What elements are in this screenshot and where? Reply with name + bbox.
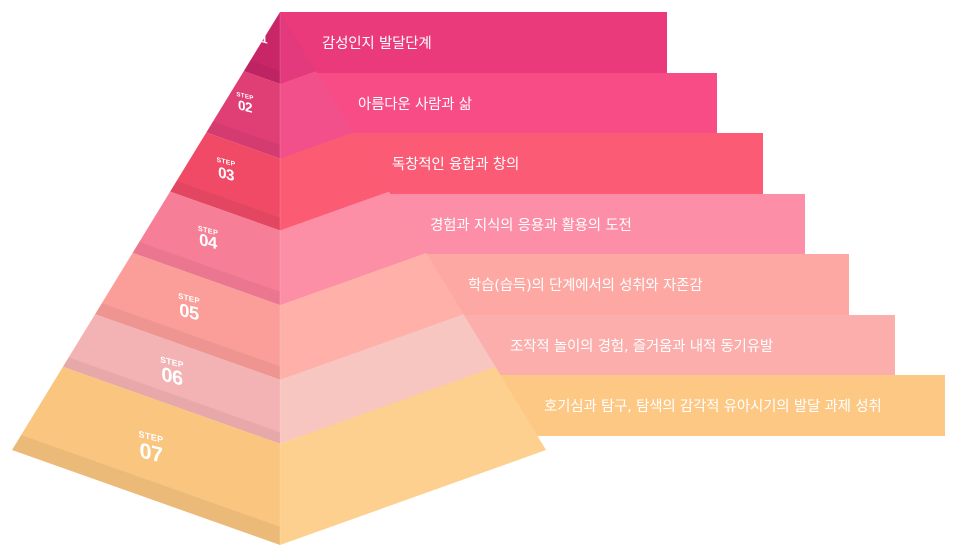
pyramid-layer-shade-03 (170, 180, 280, 231)
step-label: 아름다운 사람과 삶 (358, 96, 472, 113)
step-label: 독창적인 융합과 창의 (392, 157, 520, 173)
pyramid-layer-left-02 (206, 71, 280, 159)
pyramid-layer-left-07 (12, 366, 280, 545)
pyramid-layer-right-05 (280, 252, 464, 380)
pyramid-layer-right-07 (280, 366, 546, 545)
pyramid-layer-left-06 (62, 314, 280, 444)
pyramid-layer-right-06 (280, 314, 496, 444)
pyramid-layer-right-02 (280, 71, 354, 159)
pyramid-layer-right-03 (280, 132, 390, 231)
step-label: 감성인지 발달단계 (322, 36, 432, 52)
pyramid-layer-left-01 (243, 12, 280, 84)
pyramid-layer-left-03 (170, 132, 280, 231)
pyramid-layer-shade-06 (62, 357, 280, 444)
pyramid-layer-left-04 (132, 191, 280, 306)
pyramid-layer-shade-05 (95, 303, 280, 380)
pyramid-layer-right-01 (280, 12, 316, 84)
step-label: 학습(습득)의 단계에서의 성취와 자존감 (468, 278, 703, 294)
step-label: 경험과 지식의 응용과 활용의 도전 (430, 217, 632, 234)
step-label: 조작적 놀이의 경험, 즐거움과 내적 동기유발 (510, 338, 773, 355)
pyramid-layer-shade-04 (132, 241, 280, 306)
pyramid-layer-shade-07 (12, 435, 280, 545)
pyramid-layer-shade-02 (206, 121, 280, 159)
step-label: 호기심과 탐구, 탐색의 감각적 유아시기의 발달 과제 성취 (544, 399, 882, 415)
pyramid-layer-right-04 (280, 191, 427, 306)
step-bar-02: 아름다운 사람과 삶 (280, 72, 717, 134)
pyramid-layer-left-05 (95, 252, 280, 380)
step-bar-01: 감성인지 발달단계 (280, 12, 667, 73)
pyramid-layer-shade-01 (243, 60, 280, 84)
